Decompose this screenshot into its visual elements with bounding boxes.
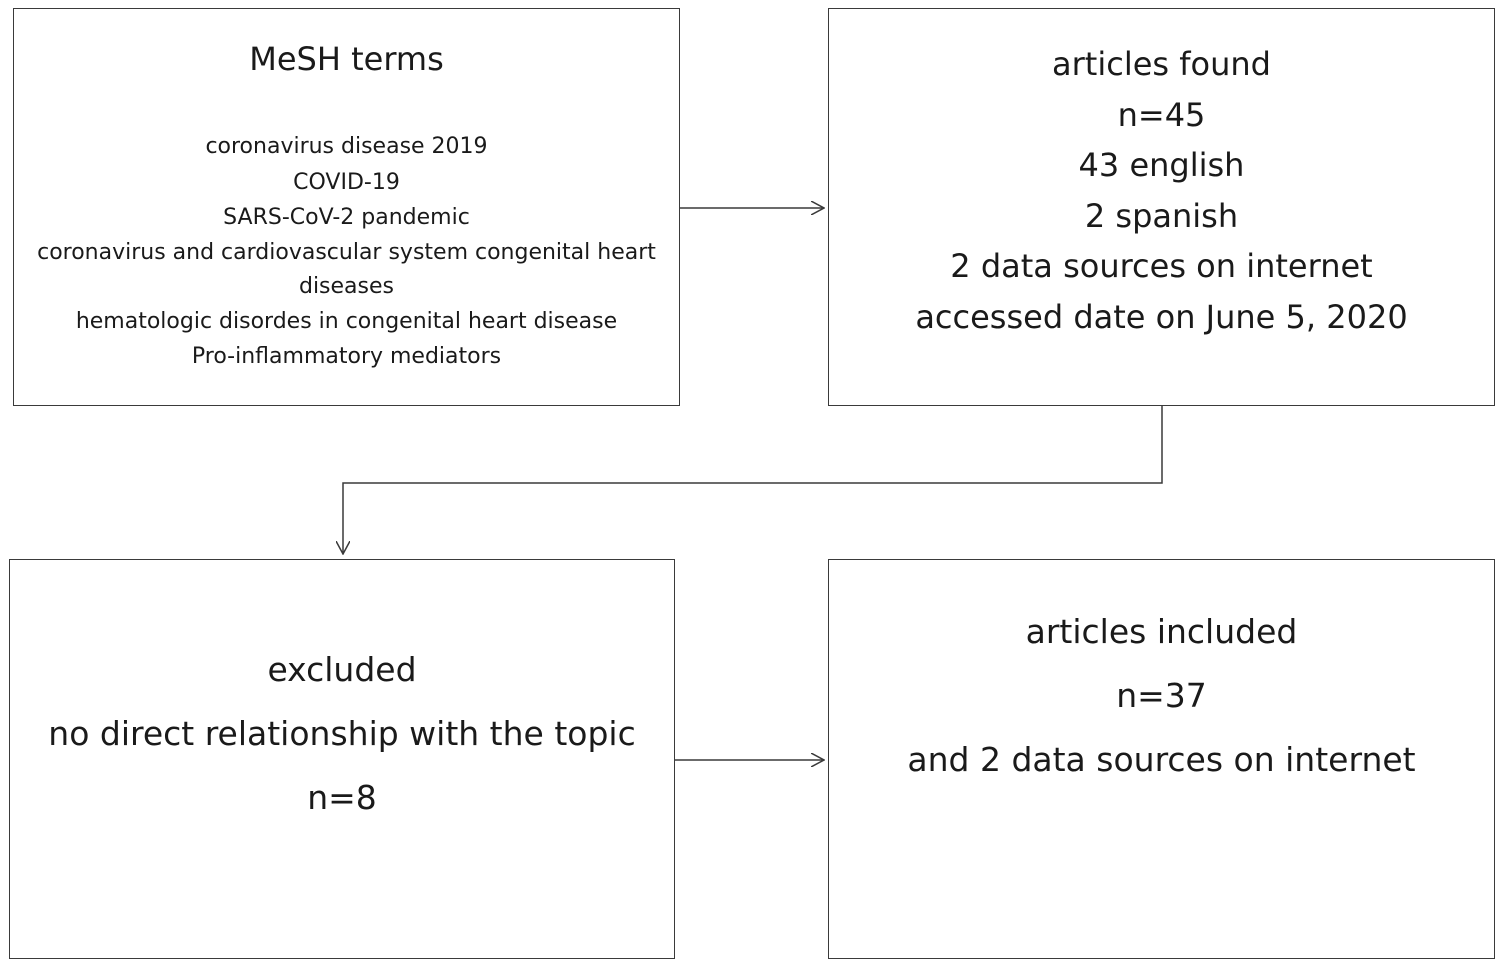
mesh-term: COVID-19 [293, 169, 400, 195]
excluded-list: excluded no direct relationship with the… [10, 638, 674, 830]
mesh-terms-box: MeSH terms coronavirus disease 2019 COVI… [13, 8, 680, 406]
included-count: n=37 [1116, 676, 1207, 715]
excluded-reason: no direct relationship with the topic [48, 714, 636, 753]
articles-found-list: articles found n=45 43 english 2 spanish… [829, 39, 1494, 342]
excluded-count: n=8 [307, 778, 377, 817]
articles-found-title: articles found [1052, 45, 1271, 83]
mesh-term: coronavirus and cardiovascular system co… [37, 239, 656, 299]
included-list: articles included n=37 and 2 data source… [829, 600, 1494, 792]
mesh-term: Pro-inflammatory mediators [191, 344, 502, 369]
articles-spanish-count: 2 spanish [1084, 196, 1239, 235]
mesh-terms-title: MeSH terms [249, 40, 444, 78]
mesh-term: coronavirus disease 2019 [205, 134, 488, 159]
included-title: articles included [1025, 612, 1298, 651]
mesh-terms-list: coronavirus disease 2019 COVID-19 SARS-C… [34, 129, 659, 375]
included-internet-sources: and 2 data sources on internet [907, 740, 1416, 779]
excluded-box: excluded no direct relationship with the… [9, 559, 675, 959]
arrow-found-to-excluded [343, 406, 1163, 554]
mesh-term: SARS-CoV-2 pandemic [223, 205, 470, 230]
articles-english-count: 43 english [1078, 146, 1245, 184]
mesh-term: hematologic disordes in congenital heart… [75, 308, 618, 334]
articles-found-count: n=45 [1117, 95, 1206, 134]
accessed-date: accessed date on June 5, 2020 [915, 297, 1408, 336]
articles-included-box: articles included n=37 and 2 data source… [828, 559, 1495, 959]
excluded-title: excluded [267, 650, 417, 689]
articles-found-box: articles found n=45 43 english 2 spanish… [828, 8, 1495, 406]
internet-sources-count: 2 data sources on internet [950, 247, 1373, 285]
